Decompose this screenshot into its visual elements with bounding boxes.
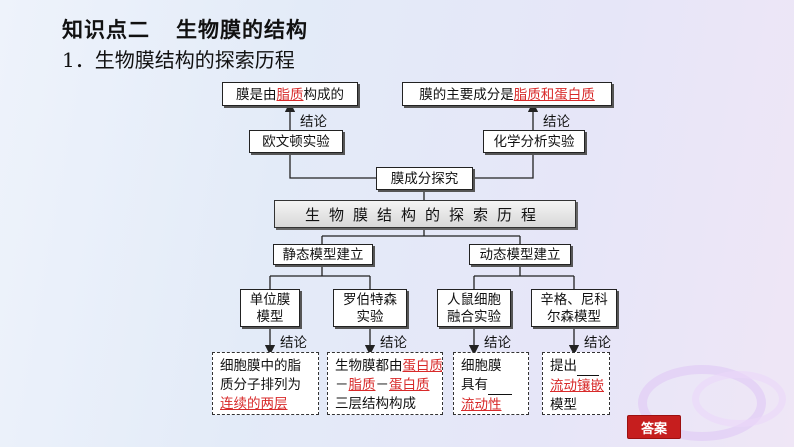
result-bilayer-line1: 细胞膜中的脂	[220, 358, 301, 373]
unit-membrane-line2: 模型	[256, 309, 284, 324]
singer-nicolson-line2: 尔森模型	[547, 309, 601, 324]
conclusion-components-prefix: 膜的主要成分是	[419, 86, 514, 102]
unit-membrane-line1: 单位膜	[249, 292, 291, 307]
decorative-ring-small	[692, 371, 786, 427]
section-number: 知识点二	[62, 18, 150, 42]
conclusion-lipid-suffix: 构成的	[303, 86, 345, 102]
conclusion-lipid-box: 膜是由脂质构成的	[222, 82, 358, 106]
singer-nicolson-line1: 辛格、尼科	[540, 292, 608, 307]
dynamic-model-box: 动态模型建立	[469, 244, 571, 265]
result-bilayer-box: 细胞膜中的脂 质分子排列为 连续的两层	[212, 352, 319, 415]
result-fluidity-prefix: 具有	[461, 377, 488, 392]
page-subtitle: 1．生物膜结构的探索历程	[62, 48, 295, 72]
link-conclusion-overton: 结论	[300, 114, 327, 129]
section-topic: 生物膜的结构	[176, 18, 308, 42]
answer-protein-1: 蛋白质	[402, 358, 443, 373]
result-three-layer-box: 生物膜都由蛋白质 －脂质－蛋白质 三层结构构成	[327, 352, 443, 415]
result-bilayer-line2: 质分子排列为	[220, 377, 301, 392]
fluid-mosaic-blank: ​	[577, 356, 599, 376]
cell-fusion-line2: 融合实验	[447, 309, 501, 324]
membrane-composition-box: 膜成分探究	[376, 167, 473, 190]
conclusion-components-box: 膜的主要成分是脂质和蛋白质	[402, 82, 612, 106]
robertson-experiment-box: 罗伯特森 实验	[333, 289, 407, 327]
answer-fluid-mosaic: 流动镶嵌	[550, 378, 604, 393]
robertson-line1: 罗伯特森	[343, 292, 397, 307]
result-fluidity-box: 细胞膜 具有​ 流动性	[453, 352, 529, 415]
link-conclusion-singer-nicolson: 结论	[584, 335, 611, 350]
cell-fusion-experiment-box: 人鼠细胞 融合实验	[437, 289, 511, 327]
answer-lipid: 脂质	[276, 86, 304, 102]
robertson-line2: 实验	[356, 309, 384, 324]
fluidity-blank: ​	[488, 375, 512, 395]
answer-continuous-bilayer: 连续的两层	[220, 396, 288, 411]
section-title: 知识点二 生物膜的结构	[62, 14, 308, 44]
overton-experiment-box: 欧文顿实验	[249, 130, 343, 153]
result-fluidity-line1: 细胞膜	[461, 358, 502, 373]
chemical-analysis-box: 化学分析实验	[483, 130, 585, 153]
answer-fluidity: 流动性	[461, 397, 502, 412]
central-topic-banner: 生物膜结构的探索历程	[274, 200, 576, 228]
link-conclusion-unit-membrane: 结论	[280, 335, 307, 350]
link-conclusion-robertson: 结论	[380, 335, 407, 350]
result-three-layer-prefix: 生物膜都由	[335, 358, 403, 373]
answer-lipid-middle: 脂质	[348, 377, 376, 392]
result-three-layer-dash1: －	[335, 377, 349, 392]
result-three-layer-line3: 三层结构构成	[335, 396, 416, 411]
static-model-box: 静态模型建立	[273, 244, 373, 265]
answer-lipid-protein: 脂质和蛋白质	[513, 86, 595, 102]
link-conclusion-chemical: 结论	[543, 114, 570, 129]
answer-protein-2: 蛋白质	[389, 377, 430, 392]
result-fluid-mosaic-line3: 模型	[550, 397, 577, 412]
singer-nicolson-model-box: 辛格、尼科 尔森模型	[531, 289, 617, 327]
cell-fusion-line1: 人鼠细胞	[447, 292, 501, 307]
link-conclusion-cell-fusion: 结论	[484, 335, 511, 350]
conclusion-lipid-prefix: 膜是由	[236, 86, 277, 102]
answer-button[interactable]: 答案	[627, 415, 681, 439]
result-three-layer-dash2: －	[375, 377, 390, 392]
unit-membrane-model-box: 单位膜 模型	[240, 289, 300, 327]
result-fluid-mosaic-box: 提出​ 流动镶嵌 模型	[542, 352, 610, 415]
result-fluid-mosaic-prefix: 提出	[550, 358, 577, 373]
